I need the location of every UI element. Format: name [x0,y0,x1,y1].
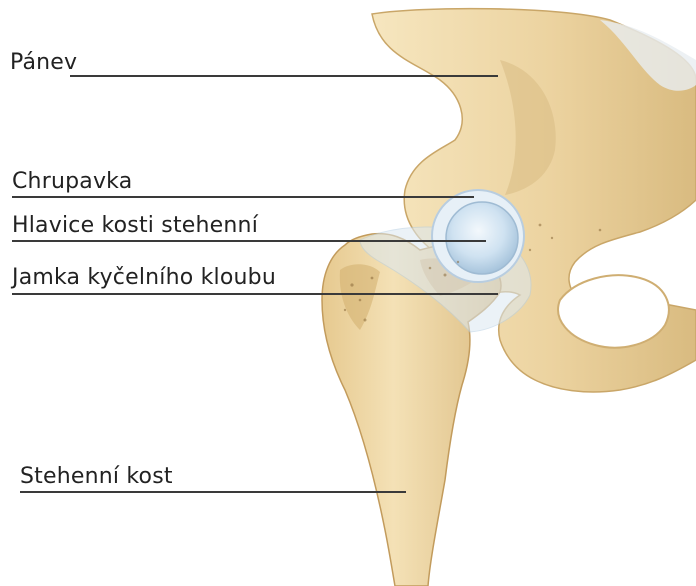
femoral-head-shape [446,202,518,274]
leader-line-cartilage [12,196,474,198]
label-pelvis: Pánev [10,52,77,74]
leader-line-pelvis [70,75,498,77]
obturator-foramen [558,275,669,347]
leader-line-femoral-head [12,240,486,242]
label-hip-socket: Jamka kyčelního kloubu [12,267,276,289]
label-femoral-head: Hlavice kosti stehenní [12,215,258,237]
leader-line-femur [20,491,406,493]
leader-line-hip-socket [12,293,498,295]
label-cartilage: Chrupavka [12,171,132,193]
label-femur: Stehenní kost [20,466,173,488]
